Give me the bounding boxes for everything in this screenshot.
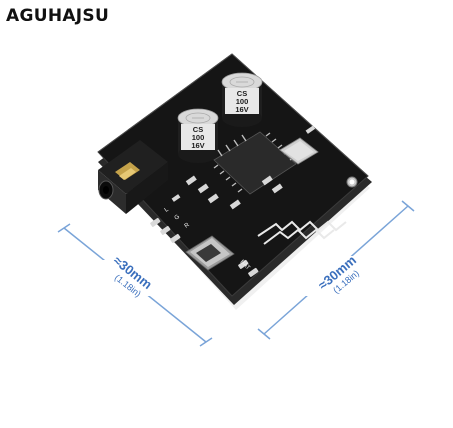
- main-chip: [213, 131, 297, 195]
- capacitor-2-brand: CS: [237, 89, 247, 98]
- header-pins: [150, 217, 259, 277]
- dimension-label-left-bg: [102, 260, 170, 296]
- crystal-oscillator: [279, 137, 319, 165]
- capacitor-1-value: 100: [192, 133, 205, 142]
- capacitor-2: CS 100 16V: [221, 72, 263, 127]
- audio-jack: [98, 140, 168, 214]
- mounting-hole-center: [349, 179, 355, 185]
- silkscreen-label-g: G: [174, 214, 182, 222]
- capacitor-2-voltage: 16V: [235, 105, 248, 114]
- dimension-label-right-bg: [304, 256, 374, 296]
- smd-components: [171, 125, 316, 210]
- capacitor-2-value: 100: [236, 97, 249, 106]
- silkscreen-label-l: L: [164, 206, 171, 213]
- capacitor-1: CS 100 16V: [177, 108, 219, 163]
- pcb-edge-highlight: [97, 53, 369, 177]
- capacitor-1-brand: CS: [193, 125, 203, 134]
- silkscreen-label-r: R: [184, 222, 192, 230]
- capacitor-1-voltage: 16V: [191, 141, 204, 150]
- micro-usb-port: [185, 235, 235, 271]
- antenna-trace: [257, 220, 347, 245]
- brand-watermark: AGUHAJSU: [6, 6, 110, 26]
